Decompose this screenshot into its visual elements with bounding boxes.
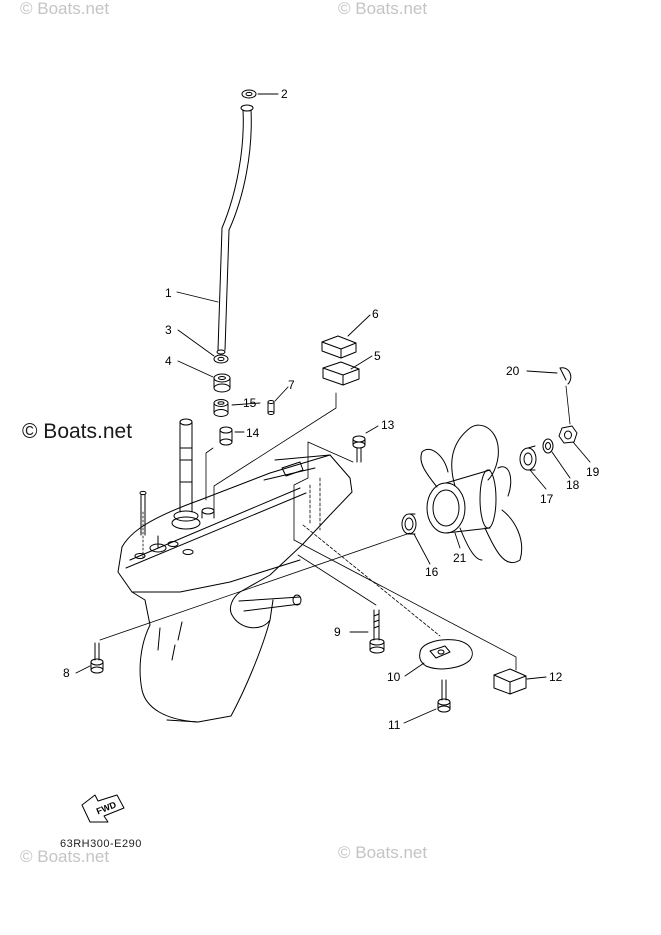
- watermark-bottom-left: © Boats.net: [20, 847, 110, 866]
- callout-7: 7: [288, 378, 295, 392]
- callout-5: 5: [374, 349, 381, 363]
- callout-16: 16: [425, 565, 439, 579]
- water-tube: [216, 104, 254, 355]
- callout-20: 20: [506, 364, 520, 378]
- callout-4: 4: [165, 354, 172, 368]
- callout-18: 18: [566, 478, 580, 492]
- stud: [139, 490, 147, 536]
- leader-lines: [75, 93, 591, 724]
- bolt-9: [369, 609, 385, 654]
- callout-8: 8: [63, 666, 70, 680]
- washer: [519, 445, 537, 471]
- grommet: [213, 354, 229, 364]
- washer-small: [542, 438, 554, 454]
- callout-11: 11: [388, 718, 401, 732]
- dowel-pin: [267, 400, 275, 415]
- watermark-top-center: © Boats.net: [338, 0, 428, 18]
- callout-2: 2: [281, 87, 288, 101]
- diagram-code: 63RH300-E290: [60, 838, 142, 850]
- callout-15: 15: [243, 396, 257, 410]
- bolt-13: [352, 435, 366, 463]
- collar: [213, 399, 229, 417]
- callout-12: 12: [549, 670, 563, 684]
- lower-mount-rubber: [322, 361, 360, 386]
- trim-tab-anode: [419, 639, 473, 670]
- callout-14: 14: [246, 426, 260, 440]
- thrust-spacer: [401, 513, 417, 535]
- callout-9: 9: [334, 625, 341, 639]
- callout-17: 17: [540, 492, 554, 506]
- callout-10: 10: [387, 670, 401, 684]
- grommet-top: [241, 89, 257, 99]
- bolt-8: [90, 642, 104, 674]
- callout-13: 13: [381, 418, 395, 432]
- fwd-arrow-icon: [81, 794, 125, 823]
- callout-19: 19: [586, 465, 600, 479]
- propeller-nut: [558, 425, 578, 444]
- drive-shaft: [134, 418, 215, 559]
- assembly-lines: [99, 385, 571, 671]
- propeller: [420, 424, 523, 564]
- callout-1: 1: [165, 286, 172, 300]
- bushing: [219, 426, 233, 446]
- lower-unit-casing: [117, 454, 353, 723]
- callout-6: 6: [372, 307, 379, 321]
- cotter-pin: [559, 367, 572, 385]
- bolt-11: [437, 679, 451, 713]
- anode-block: [493, 668, 527, 695]
- tube-seal: [213, 373, 231, 393]
- watermark-bottom-center: © Boats.net: [338, 843, 428, 862]
- upper-mount-rubber: [321, 335, 357, 359]
- watermark-top-left: © Boats.net: [20, 0, 110, 18]
- callout-21: 21: [453, 551, 467, 565]
- callout-3: 3: [165, 323, 172, 337]
- watermark-main: © Boats.net: [22, 420, 133, 443]
